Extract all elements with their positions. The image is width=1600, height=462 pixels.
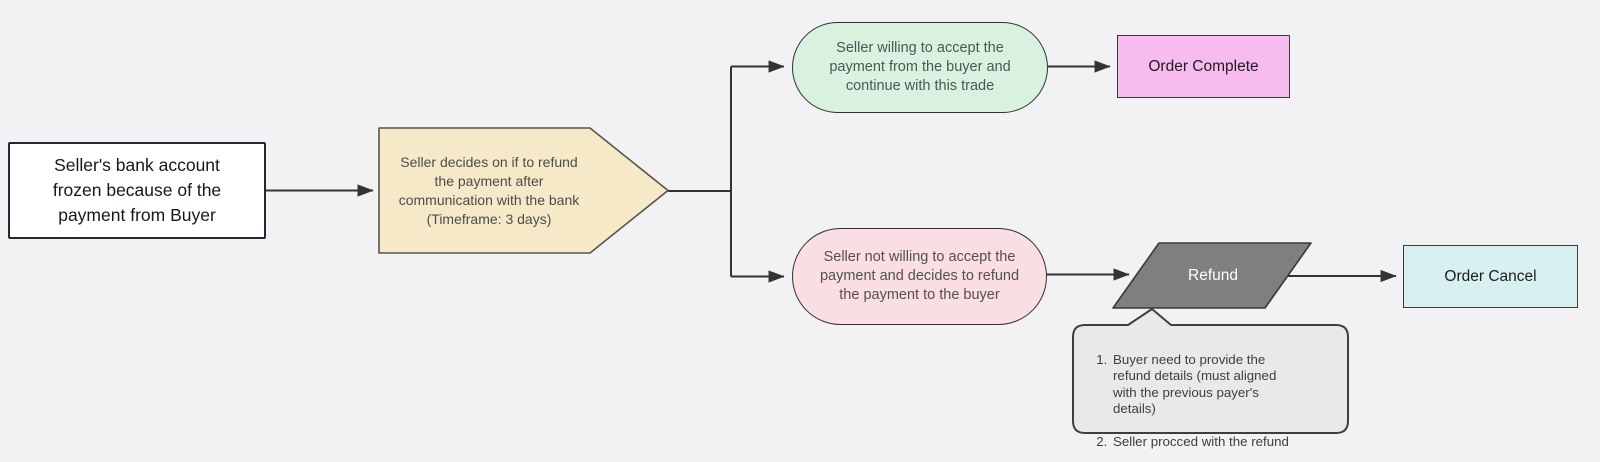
- refund-note-item: Seller procced with the refund: [1111, 434, 1289, 451]
- refund-note-callout-shape: [1072, 308, 1349, 434]
- node-bank-account-frozen-label: Seller's bank account frozen because of …: [52, 155, 222, 225]
- decision-pentagon-shape: [378, 127, 669, 254]
- node-seller-reject-label: Seller not willing to accept the payment…: [819, 249, 1020, 303]
- refund-text: Refund: [1188, 266, 1238, 284]
- refund-note-list: Buyer need to provide the refund details…: [1089, 335, 1289, 462]
- refund-parallelogram-shape: [1112, 242, 1312, 309]
- node-order-cancel-label: Order Cancel: [1444, 267, 1537, 285]
- node-order-cancel: Order Cancel: [1403, 245, 1578, 308]
- node-seller-accept: Seller willing to accept the payment fro…: [792, 22, 1048, 113]
- node-seller-accept-label: Seller willing to accept the payment fro…: [829, 40, 1011, 94]
- node-bank-account-frozen: Seller's bank account frozen because of …: [8, 142, 266, 239]
- node-refund-label: Refund: [1143, 243, 1283, 308]
- node-seller-reject: Seller not willing to accept the payment…: [792, 228, 1047, 325]
- node-decision-label: Seller decides on if to refund the payme…: [381, 130, 597, 251]
- decision-text: Seller decides on if to refund the payme…: [398, 153, 580, 227]
- edge-decision-branch: [668, 66, 732, 277]
- refund-note-item: Buyer need to provide the refund details…: [1111, 352, 1289, 418]
- node-order-complete-label: Order Complete: [1148, 57, 1259, 75]
- refund-note: Buyer need to provide the refund details…: [1073, 326, 1348, 450]
- connector-lines: [266, 60, 1397, 283]
- node-order-complete: Order Complete: [1117, 35, 1290, 98]
